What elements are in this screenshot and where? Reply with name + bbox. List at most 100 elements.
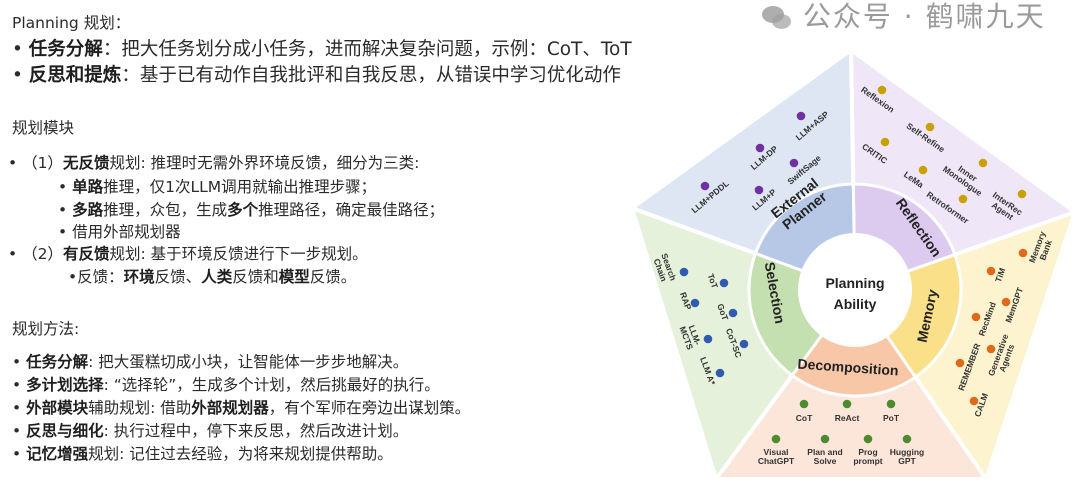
text: : “选择轮”，生成多个计划，然后挑最好的执行。	[103, 376, 440, 394]
text: • 借用外部规划器	[58, 223, 181, 241]
item-dot	[715, 368, 725, 378]
modules-heading: 规划模块	[12, 119, 75, 137]
bold-text: 任务分解	[26, 353, 89, 371]
module-line: • （2）有反馈规划: 基于环境反馈进行下一步规划。	[8, 242, 368, 264]
watermark: 公众号 · 鹤啸九天	[762, 0, 1046, 34]
module-line: • （1）无反馈规划: 推理时无需外界环境反馈，细分为三类:	[8, 151, 419, 173]
center-circle	[798, 233, 912, 347]
item-label-line: PoT	[883, 413, 900, 423]
text: •	[58, 178, 73, 196]
method-line: • 外部模块辅助规划: 借助外部规划器，有个军师在旁边出谋划策。	[12, 396, 470, 418]
item-dot	[863, 434, 873, 444]
bold-text: 外部规划器	[191, 399, 269, 417]
text: ：把大任务划分成小任务，进而解决复杂问题，示例：CoT、ToT	[102, 39, 632, 60]
item-dot	[739, 339, 749, 349]
item-label: ReAct	[835, 413, 860, 423]
item-label-line: ChatGPT	[758, 456, 795, 466]
bold-text: 反思和提炼	[28, 65, 122, 86]
item-dot	[986, 266, 996, 276]
item-dot	[789, 158, 799, 168]
item-label-line: Prog	[858, 447, 877, 457]
item-dot	[700, 181, 710, 191]
bold-text: 单路	[72, 178, 104, 196]
bullet: •	[12, 39, 29, 60]
item-dot	[796, 111, 806, 121]
bold-text: 多计划选择	[26, 376, 104, 394]
item-dot	[880, 137, 890, 147]
item-dot	[755, 143, 765, 153]
bold-text: 外部模块	[26, 399, 89, 417]
text: • （1）	[8, 154, 63, 172]
text: •反馈：	[68, 268, 124, 286]
text: 反馈、	[154, 268, 202, 286]
text: : 执行过程中，停下来反思，然后改进计划。	[103, 422, 409, 440]
item-dot	[1001, 297, 1011, 307]
text: 反馈。	[309, 268, 357, 286]
text: 规划: 推理时无需外界环境反馈，细分为三类:	[109, 154, 420, 172]
bullet: •	[12, 422, 27, 440]
bold-text: 记忆增强	[26, 445, 89, 463]
module-line: • 多路推理，众包，生成多个推理路径，确定最佳路径；	[58, 198, 444, 220]
item-dot	[986, 344, 996, 354]
text: 推理路径，确定最佳路径；	[258, 201, 445, 219]
bold-text: 人类	[201, 268, 233, 286]
bullet: •	[12, 376, 27, 394]
top-bullet: • 任务分解：把大任务划分成小任务，进而解决复杂问题，示例：CoT、ToT	[12, 35, 632, 61]
bold-text: 环境	[123, 268, 155, 286]
item-dot	[754, 185, 764, 195]
text: 规划: 记住过去经验，为将来规划提供帮助。	[88, 445, 393, 463]
item-dot	[690, 298, 700, 308]
bold-text: 有反馈	[62, 245, 110, 263]
bullet: •	[12, 353, 27, 371]
item-dot	[877, 85, 887, 95]
watermark-text: 公众号 · 鹤啸九天	[802, 0, 1046, 33]
item-label-line: prompt	[853, 456, 882, 466]
text: 辅助规划: 借助	[88, 399, 192, 417]
item-label-line: TiM	[993, 266, 1007, 283]
text: : 把大蛋糕切成小块，让智能体一步步地解决。	[88, 353, 409, 371]
item-dot	[971, 312, 981, 322]
method-line: • 记忆增强规划: 记住过去经验，为将来规划提供帮助。	[12, 442, 393, 464]
item-dot	[918, 165, 928, 175]
bold-text: 模型	[278, 268, 310, 286]
module-line: •反馈：环境反馈、人类反馈和模型反馈。	[68, 265, 356, 287]
bold-text: 反思与细化	[26, 422, 104, 440]
item-label: TiM	[993, 266, 1007, 283]
text: 反馈和	[232, 268, 279, 286]
item-dot	[799, 399, 809, 409]
item-label-line: Plan and	[807, 447, 842, 457]
module-line: • 借用外部规划器	[58, 220, 181, 242]
item-dot	[978, 158, 988, 168]
item-dot	[771, 434, 781, 444]
text: •	[58, 201, 73, 219]
methods-heading: 规划方法:	[12, 320, 80, 338]
slide-title: Planning 规划：	[12, 14, 131, 32]
item-dot	[1018, 248, 1028, 258]
center-label-line: Ability	[834, 296, 877, 312]
bold-text: 多路	[72, 201, 104, 219]
text: 推理，仅1次LLM调用就输出推理步骤；	[103, 178, 377, 196]
text: ：基于已有动作自我批评和自我反思，从错误中学习优化动作	[121, 65, 621, 86]
method-line: • 任务分解: 把大蛋糕切成小块，让智能体一步步地解决。	[12, 350, 408, 372]
item-label-line: GPT	[898, 456, 916, 466]
item-dot	[842, 399, 852, 409]
item-dot	[969, 396, 979, 406]
bullet: •	[12, 445, 27, 463]
item-dot	[1017, 189, 1027, 199]
item-label-line: Solve	[814, 456, 837, 466]
category-label-line: Decomposition	[797, 355, 899, 378]
bullet: •	[12, 65, 29, 86]
text: 推理，众包，生成	[103, 201, 228, 219]
item-dot	[902, 434, 912, 444]
method-line: • 反思与细化: 执行过程中，停下来反思，然后改进计划。	[12, 419, 408, 441]
item-dot	[728, 308, 738, 318]
bold-text: 多个	[227, 201, 259, 219]
item-dot	[679, 267, 689, 277]
item-dot	[925, 122, 935, 132]
bullet: •	[12, 399, 27, 417]
